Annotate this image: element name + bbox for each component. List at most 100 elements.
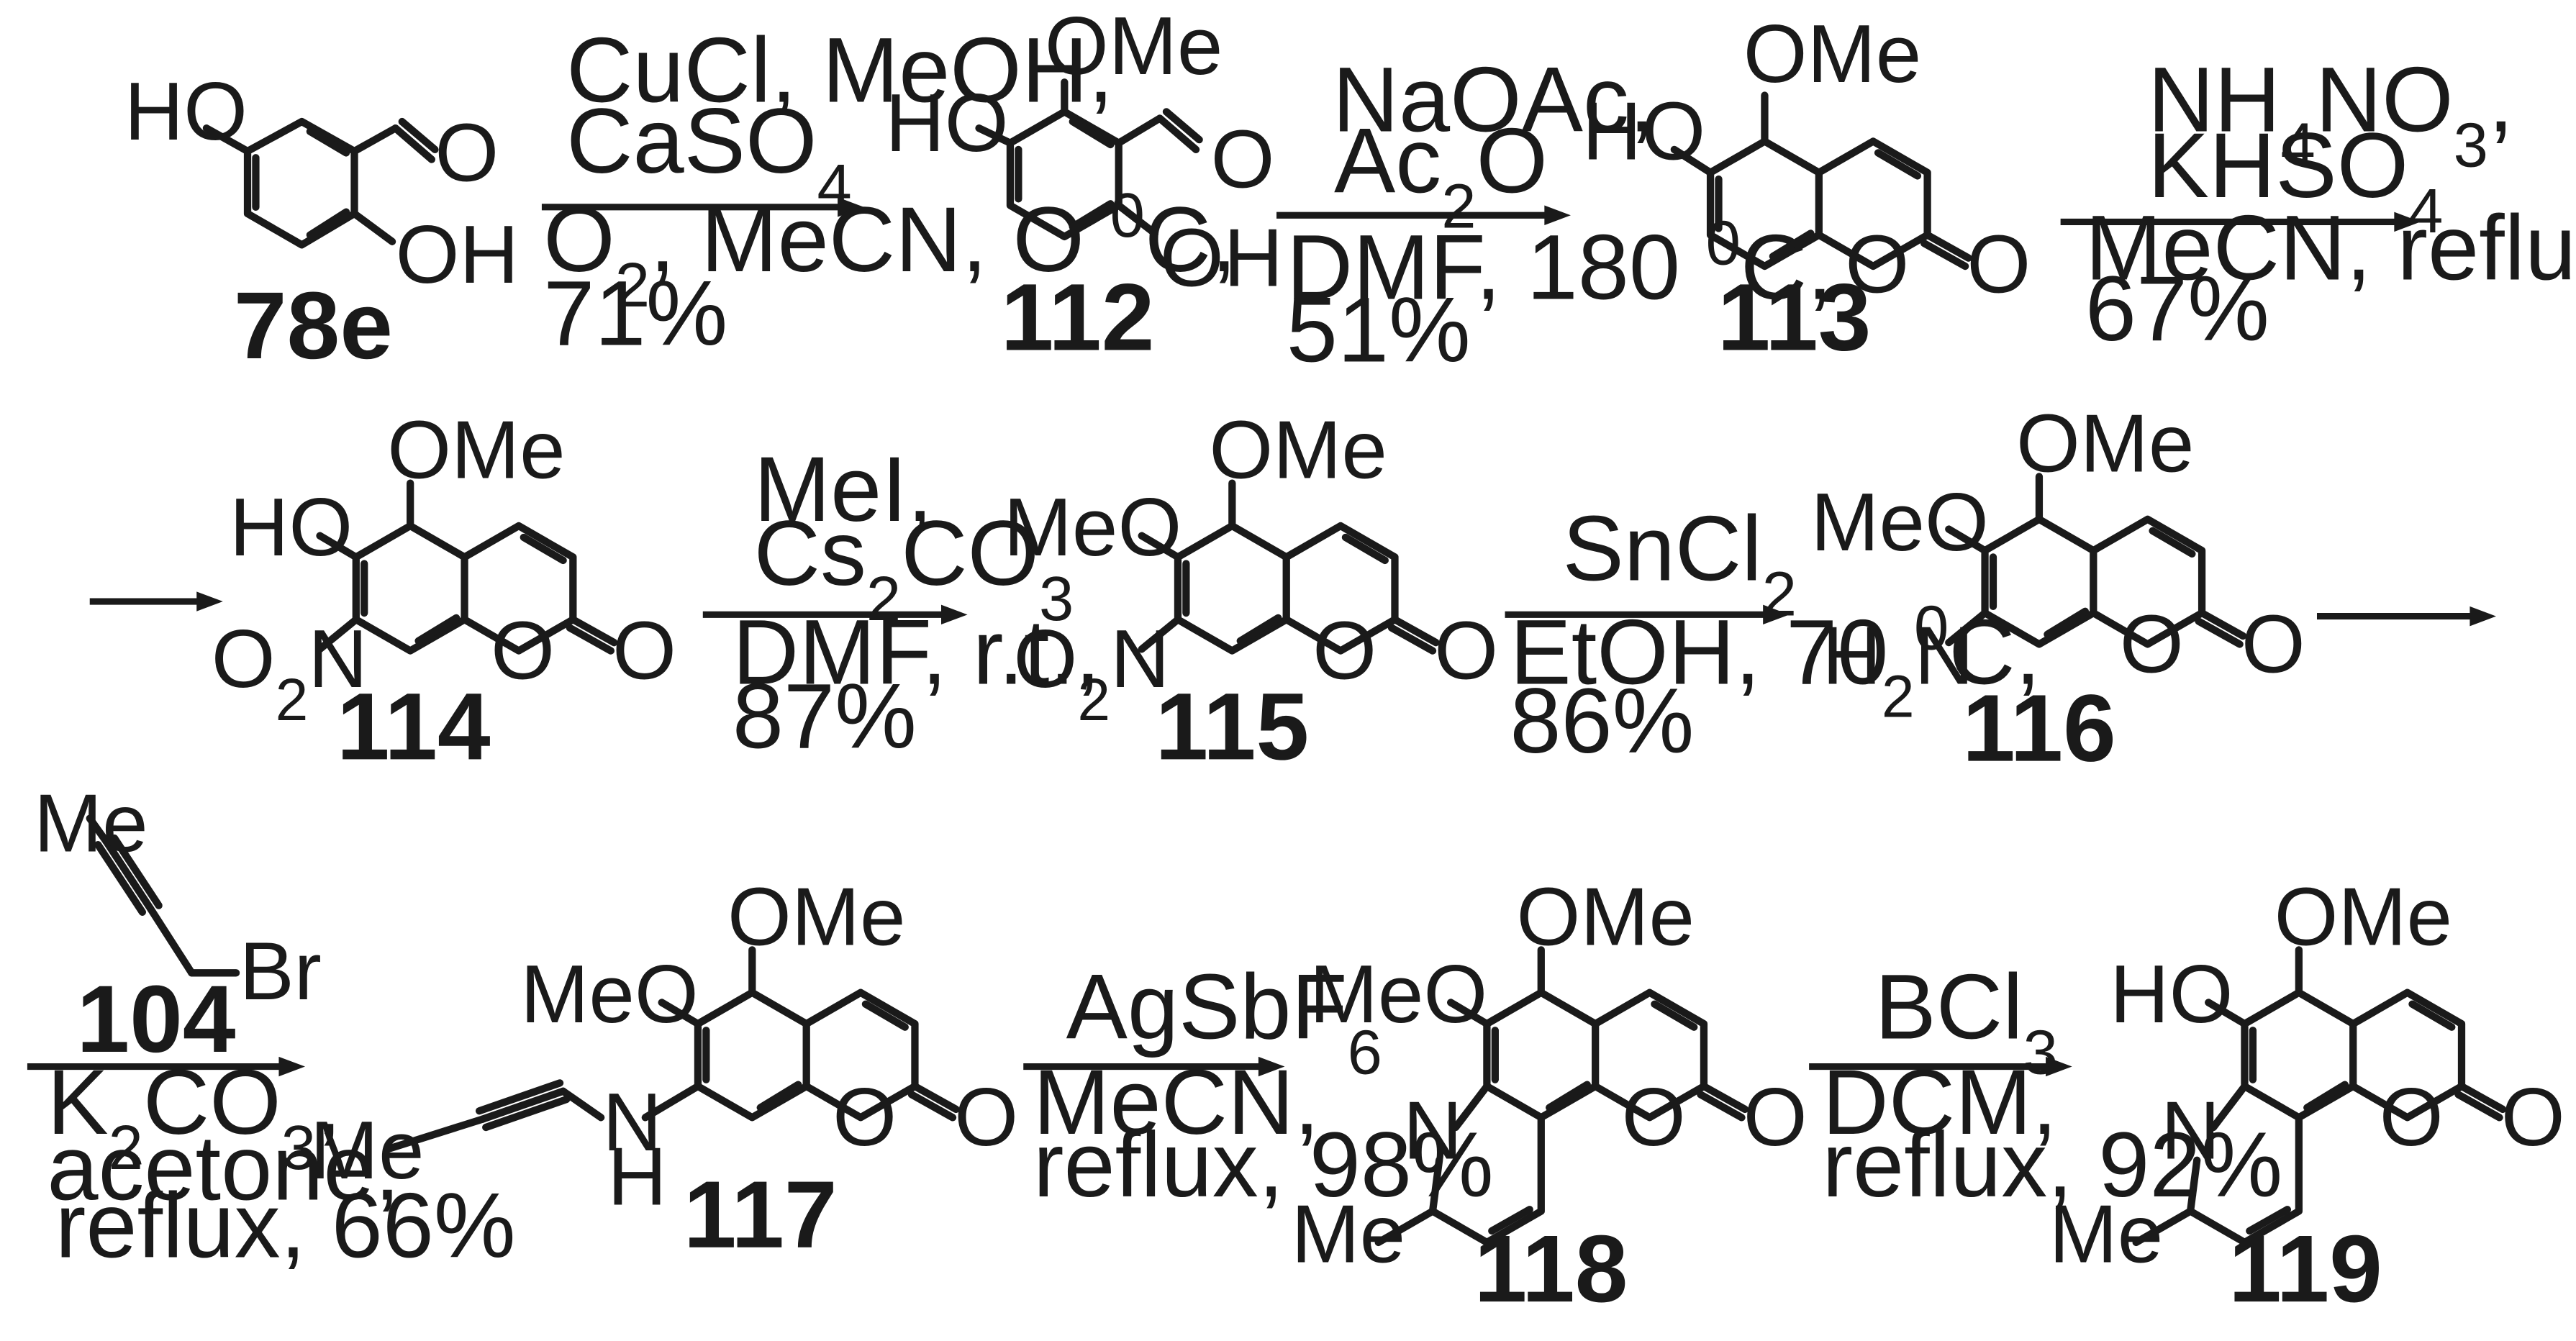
compound-118-sub-3: Me — [1292, 1188, 1406, 1280]
reaction-arrow-2: NaOAc, Ac2O DMF, 180 0C, 51% — [1276, 49, 1833, 382]
compound-116-label: 116 — [1962, 676, 2116, 782]
step-5-below-0: EtOH, 70 0C, — [1510, 593, 2041, 704]
compound-117-sub-4: H — [607, 1131, 666, 1222]
compound-119-sub-2: N — [2161, 1085, 2220, 1176]
compound-118: OMe MeO N Me O O 118 — [1292, 871, 1808, 1322]
step-2-below-1: 51% — [1287, 279, 1471, 382]
step-7-below-0: MeCN, — [1033, 1051, 1320, 1154]
compound-112-sub-2: OH — [1160, 212, 1283, 304]
compound-113-sub-1: HO — [1582, 86, 1705, 178]
compound-113-label: 113 — [1718, 265, 1872, 371]
reaction-arrow-4: MeI, Cs2CO3 DMF, r.t., 87% — [702, 438, 1101, 768]
compound-78e-sub-1: OH — [396, 209, 519, 301]
step-6-above-0: 104 — [76, 966, 235, 1073]
compound-112-oxygen: O — [1211, 114, 1275, 205]
compound-118-sub-1: MeO — [1310, 949, 1487, 1040]
compound-119-ring-oxygen: O — [2380, 1072, 2444, 1163]
compound-118-sub-0: OMe — [1517, 871, 1695, 963]
compound-119: OMe HO N Me O O 119 — [2049, 871, 2565, 1322]
compound-112: OMe HO OH O 112 — [885, 1, 1283, 371]
step-1-below-1: 71% — [543, 263, 727, 365]
compound-115-sub-0: OMe — [1209, 405, 1387, 496]
compound-116-sub-1: MeO — [1810, 477, 1988, 568]
compound-117-sub-0: OMe — [727, 871, 905, 963]
compound-113-carbonyl-oxygen: O — [1967, 219, 2031, 311]
compound-112-bonds — [975, 78, 1203, 241]
compound-114: OMe HO O2N O O 114 — [212, 405, 676, 781]
compound-114-label: 114 — [337, 673, 491, 780]
compound-119-sub-3: Me — [2049, 1188, 2164, 1280]
compound-114-bonds — [316, 479, 618, 655]
step-6-below-1: acetone, — [47, 1117, 400, 1220]
compound-113-sub-0: OMe — [1743, 9, 1921, 100]
compound-115-bonds — [1138, 479, 1440, 655]
compound-115: OMe MeO O2N O O 115 — [1004, 405, 1498, 781]
compound-78e-oxygen: O — [435, 107, 499, 199]
compound-115-sub-1: MeO — [1004, 482, 1182, 573]
step-3-below-0: MeCN, reflux, — [2085, 196, 2576, 299]
step-4-above-0: MeI, — [754, 438, 933, 541]
compound-117-ring-oxygen: O — [833, 1072, 897, 1163]
compound-118-carbonyl-oxygen: O — [1743, 1072, 1808, 1163]
compound-119-sub-1: HO — [2110, 949, 2233, 1040]
reaction-arrow-3: NH4NO3, KHSO4 MeCN, reflux, 67% — [2060, 49, 2576, 360]
compound-119-sub-0: OMe — [2275, 871, 2452, 963]
compound-78e: HO OH O 78e — [124, 66, 519, 379]
compound-117-sub-2: Me — [310, 1105, 425, 1196]
reaction-arrow-3-continuation — [89, 591, 223, 612]
compound-116-bonds — [1945, 473, 2247, 648]
compound-117-carbonyl-oxygen: O — [954, 1072, 1018, 1163]
reaction-arrow-6 — [2316, 606, 2496, 627]
compound-116-ring-oxygen: O — [2120, 599, 2184, 690]
compound-114-sub-1: HO — [230, 482, 353, 573]
compound-115-carbonyl-oxygen: O — [1434, 605, 1498, 696]
reaction-arrow-9: BCl3 DCM, reflux, 92% — [1809, 956, 2282, 1217]
step-5-below-1: 86% — [1510, 670, 1694, 773]
step-8-below-1: reflux, 92% — [1822, 1114, 2282, 1217]
compound-117-sub-1: MeO — [520, 949, 698, 1040]
reagent-104-bonds — [86, 814, 240, 977]
compound-118-label: 118 — [1474, 1216, 1628, 1322]
compound-119-carbonyl-oxygen: O — [2501, 1072, 2565, 1163]
reagent-104: Me Br — [34, 778, 322, 1017]
step-7-below-1: reflux, 98% — [1033, 1114, 1494, 1217]
compound-112-sub-1: HO — [885, 78, 1008, 169]
step-2-above-0: NaOAc, — [1333, 49, 1655, 152]
compound-113-ring-oxygen: O — [1845, 219, 1909, 311]
step-8-below-0: DCM, — [1822, 1051, 2057, 1154]
compound-116-carbonyl-oxygen: O — [2241, 599, 2305, 690]
compound-114-sub-0: OMe — [387, 405, 565, 496]
step-2-below-0: DMF, 180 0C, — [1287, 208, 1833, 319]
compound-117: OMe MeO Me N H O O 117 — [310, 871, 1018, 1268]
compound-119-bonds — [2132, 946, 2507, 1247]
compound-112-sub-0: OMe — [1045, 1, 1223, 92]
compound-118-sub-2: N — [1403, 1085, 1462, 1176]
step-4-below-0: DMF, r.t., — [733, 601, 1101, 704]
compound-116: OMe MeO H2N O O 116 — [1810, 399, 2305, 782]
reaction-arrow-5: SnCl2 EtOH, 70 0C, 86% — [1505, 497, 2041, 773]
compound-119-label: 119 — [2228, 1216, 2382, 1322]
compound-117-sub-3: N — [602, 1077, 661, 1168]
compound-113: OMe HO O O 113 — [1582, 9, 2031, 371]
compound-114-ring-oxygen: O — [491, 605, 555, 696]
compound-78e-label: 78e — [234, 273, 393, 379]
step-3-below-1: 67% — [2085, 258, 2269, 360]
compound-118-bonds — [1374, 946, 1749, 1247]
compound-112-label: 112 — [1001, 265, 1155, 371]
step-1-above-0: CuCl, MeOH, — [566, 19, 1113, 122]
compound-115-ring-oxygen: O — [1312, 605, 1377, 696]
compound-78e-bonds — [202, 117, 439, 249]
compound-116-sub-0: OMe — [2016, 399, 2194, 490]
compound-113-bonds — [1670, 91, 1972, 271]
compound-78e-sub-0: HO — [124, 66, 248, 158]
reagent-104-sub-0: Me — [34, 778, 148, 869]
compound-115-label: 115 — [1155, 673, 1309, 780]
compound-117-label: 117 — [684, 1162, 838, 1268]
compound-114-carbonyl-oxygen: O — [612, 605, 676, 696]
step-4-below-1: 87% — [733, 665, 917, 768]
compound-117-bonds — [385, 946, 960, 1153]
compound-118-ring-oxygen: O — [1622, 1072, 1686, 1163]
reagent-104-sub-1: Br — [240, 926, 322, 1017]
step-6-below-2: reflux, 66% — [55, 1175, 516, 1278]
